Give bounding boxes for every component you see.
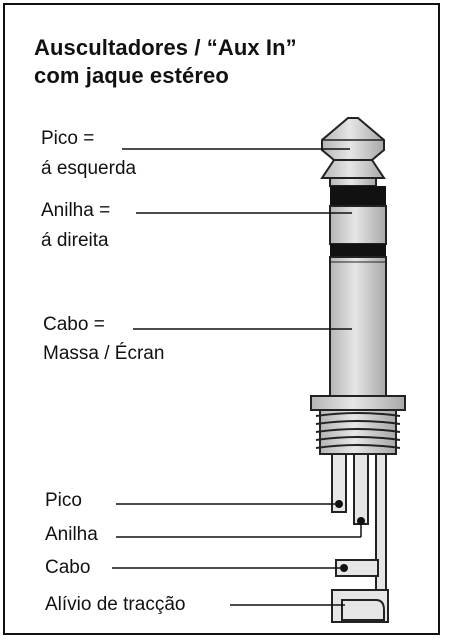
plug-tip: [320, 117, 386, 187]
wire-label-strain-relief: Alívio de tracção: [45, 594, 186, 615]
label-sleeve-line2: Massa / Écran: [43, 343, 165, 364]
label-tip-line1: Pico =: [41, 128, 95, 149]
plug-sleeve: [329, 256, 387, 397]
wire-label-tip: Pico: [45, 490, 82, 511]
label-ring-line2: á direita: [41, 230, 109, 251]
plug-ring: [329, 205, 387, 245]
insulator-band-2: [330, 244, 386, 257]
leader-lines: [112, 148, 362, 606]
title-line-2: com jaque estéreo: [34, 63, 229, 88]
plug-threads: [315, 409, 401, 455]
label-ring-line1: Anilha =: [41, 200, 111, 221]
wire-label-sleeve: Cabo: [45, 557, 91, 578]
label-sleeve-line1: Cabo =: [43, 314, 105, 335]
label-tip-line2: á esquerda: [41, 158, 137, 179]
diagram-title: Auscultadores / “Aux In” com jaque estér…: [34, 34, 297, 90]
wire-label-ring: Anilha: [45, 524, 98, 545]
insulator-band-1: [330, 186, 386, 206]
strain-relief-clamp: [331, 589, 389, 623]
ring-terminal: [353, 453, 369, 525]
title-line-1: Auscultadores / “Aux In”: [34, 35, 297, 60]
tip-terminal: [331, 453, 347, 513]
plug-collar: [310, 395, 406, 411]
